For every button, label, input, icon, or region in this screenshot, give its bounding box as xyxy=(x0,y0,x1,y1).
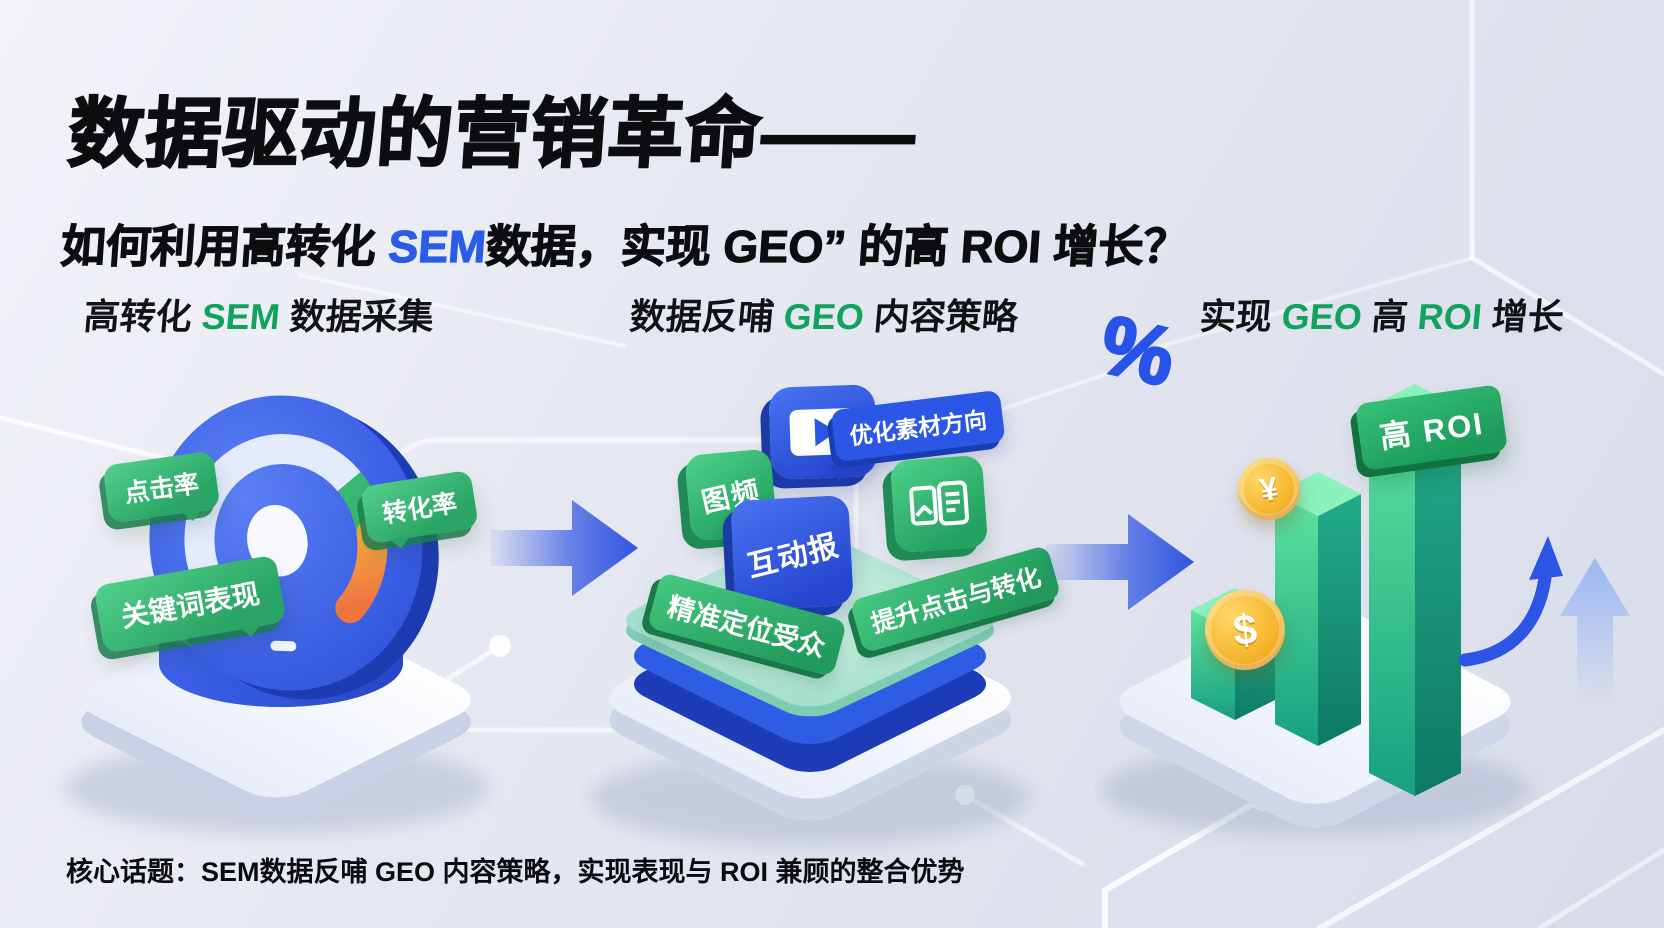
section-heading-geo: 数据反哺 GEO 内容策略 xyxy=(628,288,1098,340)
section-geo-content-strategy: 数据反哺 GEO 内容策略 xyxy=(575,288,1095,868)
heading-em: SEM xyxy=(200,296,282,337)
roi-growth-illustration: 高 ROI ¥ $ % xyxy=(1090,297,1640,858)
ctr-label: 点击率 xyxy=(122,469,201,509)
section-geo-roi-growth: 实现 GEO 高 ROI 增长 xyxy=(1090,288,1640,868)
heading-text: 数据采集 xyxy=(278,296,436,337)
page-subtitle: 如何利用高转化 SEM数据，实现 GEO” 的高 ROI 增长？ xyxy=(59,210,1191,275)
flow-arrow-2 xyxy=(1046,512,1198,612)
flow-arrow-1 xyxy=(490,498,642,598)
bar-medium xyxy=(1275,472,1361,746)
interactive-label: 互动报 xyxy=(743,529,842,584)
heading-text: 高 xyxy=(1360,296,1420,337)
heading-em: GEO xyxy=(782,296,866,337)
header: 数据驱动的营销革命—— 如何利用高转化 SEM数据，实现 GEO” 的高 ROI… xyxy=(59,72,1201,275)
right-arrow-icon xyxy=(490,500,638,596)
content-platform-illustration: 优化素材方向 图频 互动报 精准定位受众 提升点击与转化 xyxy=(575,358,1095,858)
right-arrow-icon xyxy=(1046,514,1194,610)
heading-em: ROI xyxy=(1416,296,1484,337)
documents-box xyxy=(889,454,989,554)
section-sem-data-collection: 高转化 SEM 数据采集 xyxy=(36,288,506,858)
subtitle-pre: 如何利用高转化 xyxy=(59,220,391,272)
interactive-box: 互动报 xyxy=(730,494,854,612)
heading-text: 高转化 xyxy=(81,296,204,337)
bar-chart-3d-graphic xyxy=(1100,384,1630,836)
section-heading-sem: 高转化 SEM 数据采集 xyxy=(82,288,509,340)
gauge-illustration: 点击率 转化率 关键词表现 xyxy=(36,358,506,858)
keywords-label: 关键词表现 xyxy=(118,578,262,633)
document-icon xyxy=(909,480,969,526)
heading-text: 内容策略 xyxy=(862,296,1020,337)
page-title: 数据驱动的营销革命—— xyxy=(65,91,920,178)
growth-arrow-icon xyxy=(1458,536,1563,667)
gauge-3d-graphic xyxy=(64,395,488,834)
dollar-symbol: $ xyxy=(1230,604,1260,655)
yuan-symbol: ¥ xyxy=(1257,469,1281,508)
heading-text: 数据反哺 xyxy=(627,296,786,337)
faded-up-arrow-icon xyxy=(1560,558,1630,703)
subtitle-sem: SEM xyxy=(386,220,488,272)
heading-text: 增长 xyxy=(1480,296,1566,337)
subtitle-post: 数据，实现 GEO” 的高 ROI 增长？ xyxy=(484,220,1191,272)
heading-em: GEO xyxy=(1280,296,1364,337)
footer-note: 核心话题：SEM数据反哺 GEO 内容策略，实现表现与 ROI 兼顾的整合优势 xyxy=(66,857,965,887)
bar-tall xyxy=(1369,384,1461,796)
cvr-label: 转化率 xyxy=(380,489,460,529)
